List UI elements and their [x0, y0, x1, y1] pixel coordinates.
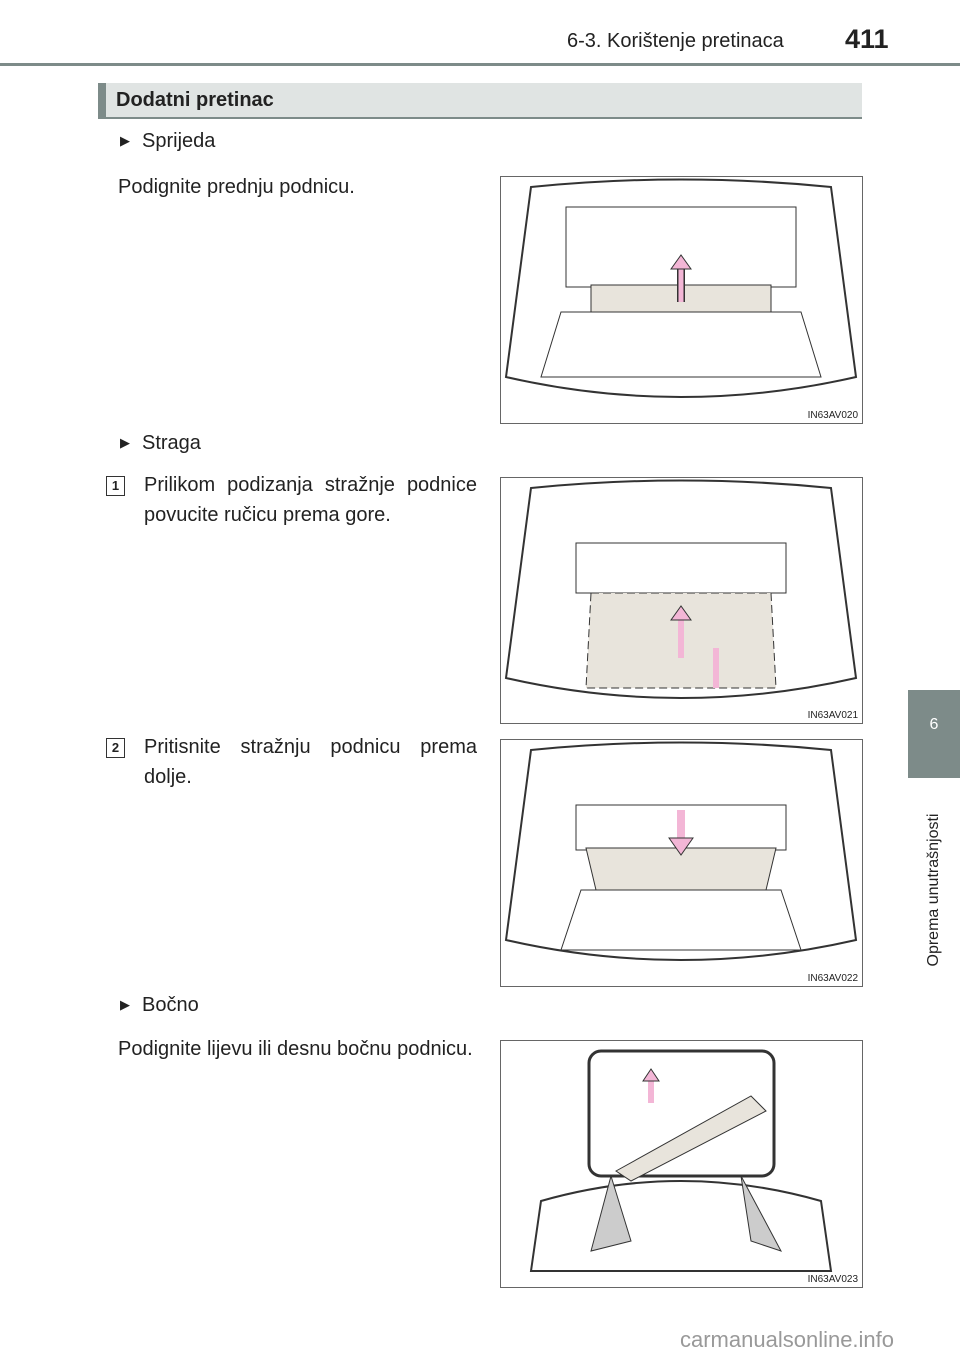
figure-front-floor: IN63AV020: [500, 176, 863, 424]
trunk-illustration: [504, 178, 858, 398]
step-number-1: 1: [106, 476, 125, 496]
chapter-title: 6-3. Korištenje pretinaca: [567, 30, 784, 52]
bullet-front: Sprijeda: [120, 130, 215, 153]
trunk-illustration: [504, 741, 858, 961]
trunk-illustration: [504, 479, 858, 699]
instruction-step-2: Pritisnite stražnju podnicu prema dolje.: [144, 736, 477, 788]
figure-code: IN63AV022: [807, 973, 858, 984]
trunk-illustration: [529, 1049, 833, 1272]
header-divider: [0, 63, 960, 66]
figure-rear-lift: IN63AV021: [500, 477, 863, 724]
figure-code: IN63AV023: [807, 1274, 858, 1285]
figure-side-floor: IN63AV023: [500, 1040, 863, 1288]
bullet-rear: Straga: [120, 432, 201, 455]
section-heading: Dodatni pretinac: [98, 83, 862, 119]
instruction-step-1: Prilikom podizanja stražnje podnice povu…: [144, 474, 477, 526]
watermark: carmanualsonline.info: [680, 1327, 895, 1352]
step-number-2: 2: [106, 738, 125, 758]
section-title: Dodatni pretinac: [116, 89, 274, 111]
figure-code: IN63AV021: [807, 710, 858, 721]
bullet-side: Bočno: [120, 994, 199, 1017]
instruction-front: Podignite prednju podnicu.: [118, 176, 355, 198]
instruction-side: Podignite lijevu ili desnu bočnu podnicu…: [118, 1038, 473, 1060]
chapter-tab[interactable]: 6: [908, 690, 960, 778]
chapter-label-text: Oprema unutrašnjosti: [925, 813, 942, 967]
figure-code: IN63AV020: [807, 410, 858, 421]
figure-rear-press: IN63AV022: [500, 739, 863, 987]
chapter-label: Oprema unutrašnjosti: [910, 790, 958, 990]
page-number: 411: [845, 24, 889, 54]
